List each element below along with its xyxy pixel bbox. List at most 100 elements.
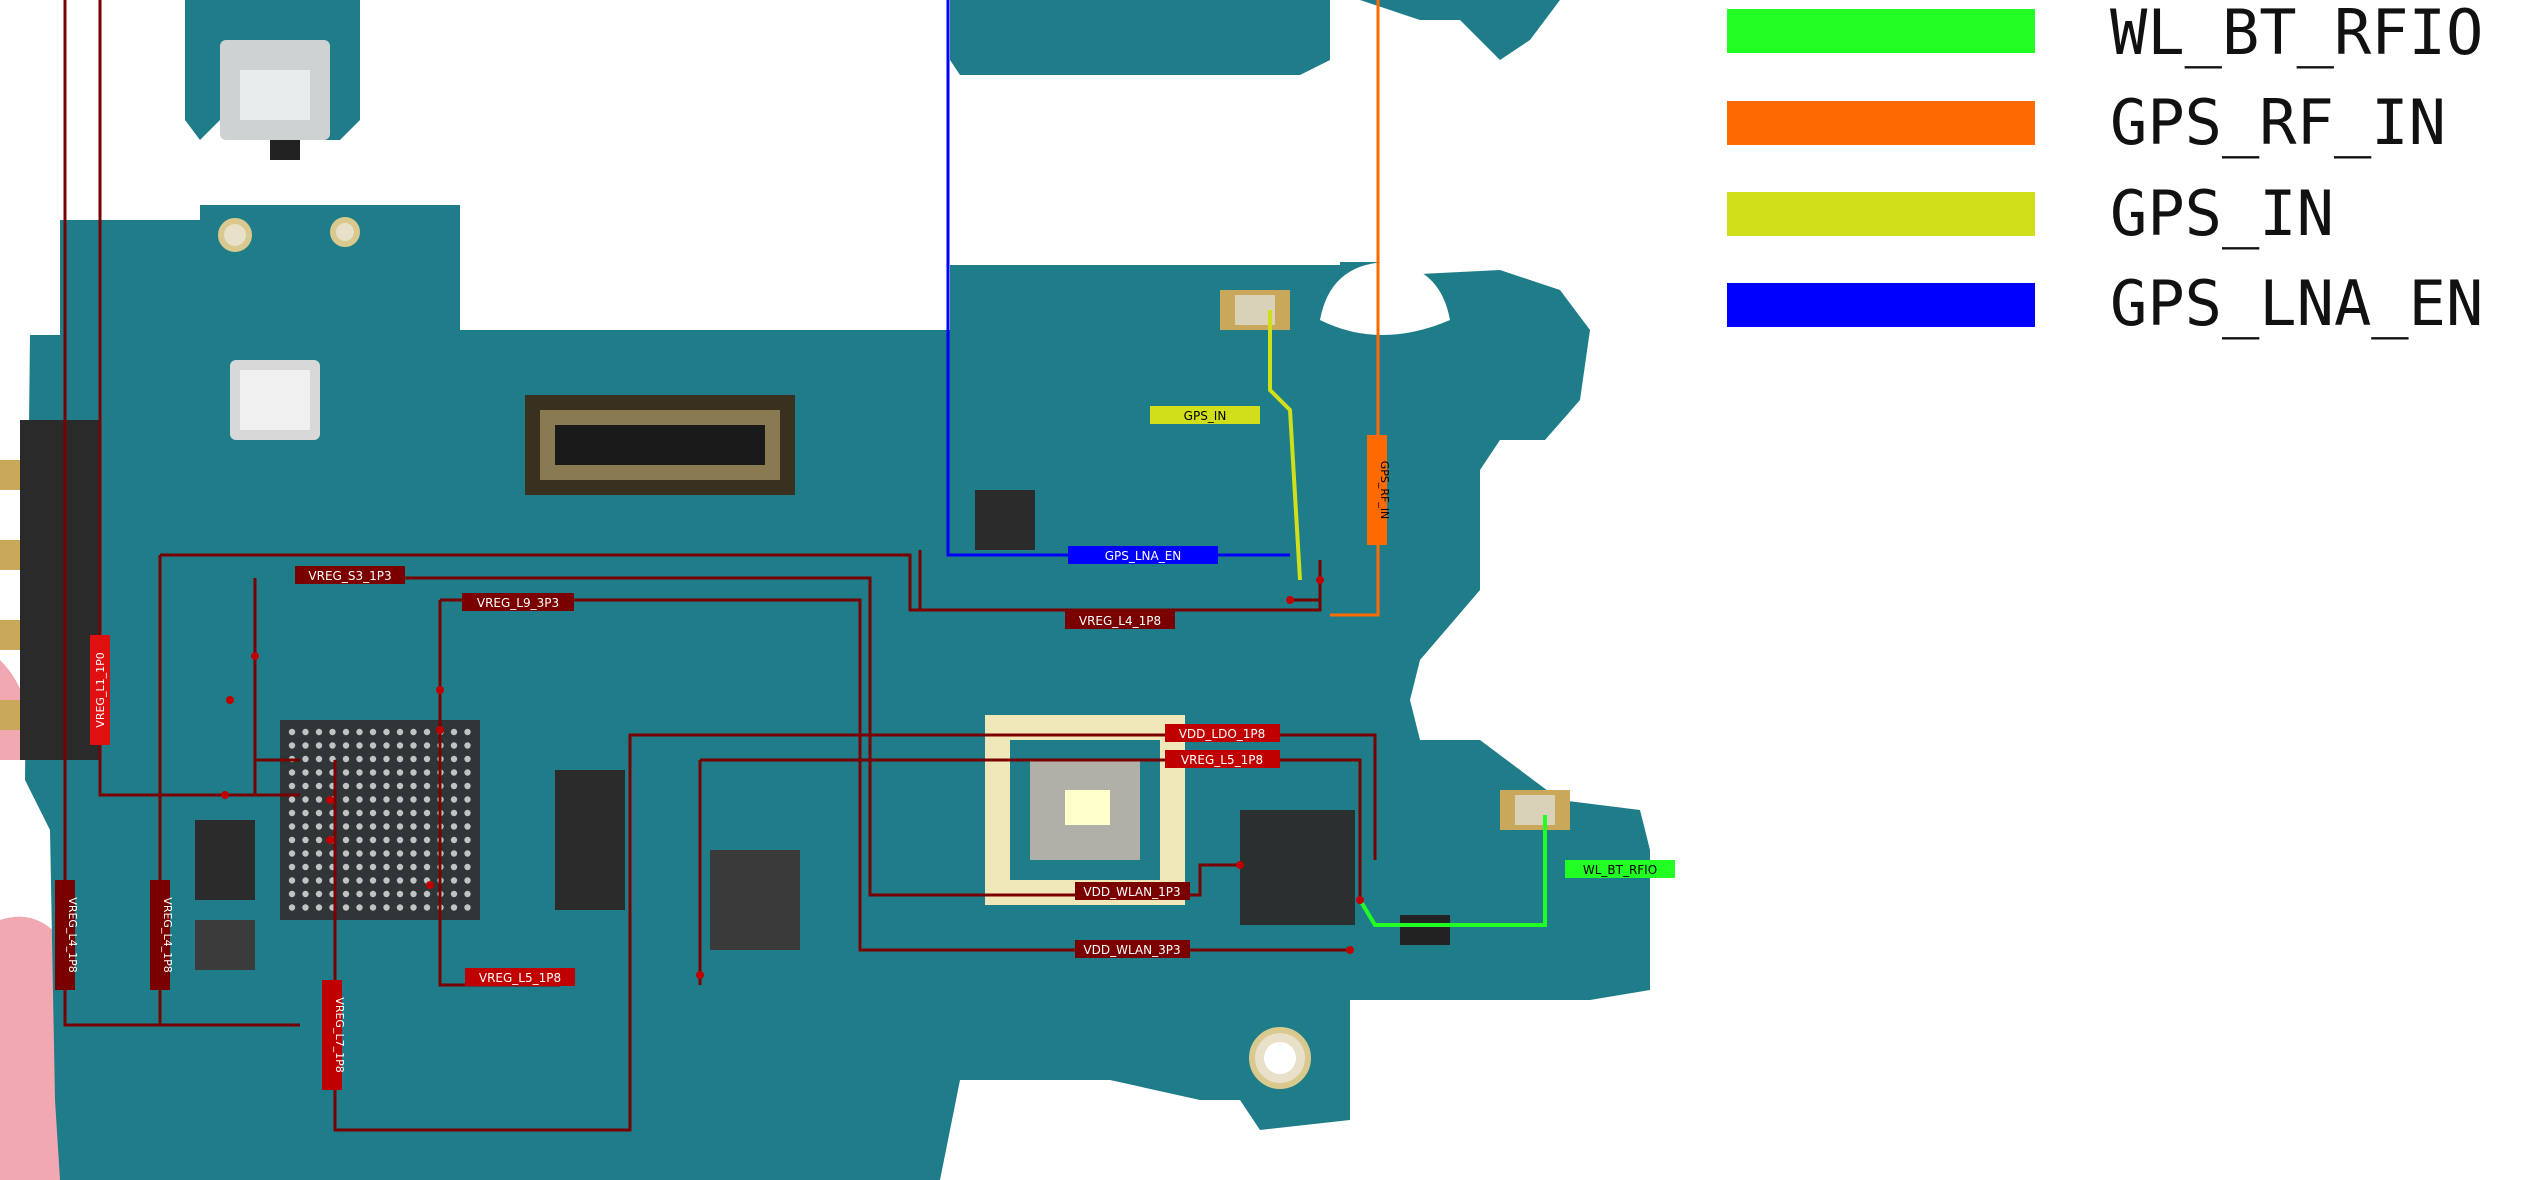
bga-ball xyxy=(288,782,296,790)
bga-ball xyxy=(396,823,404,830)
vreg-l4-1p8-a-label: VREG_L4_1P8 xyxy=(66,897,79,972)
bga-ball xyxy=(302,769,309,776)
bga-ball xyxy=(410,877,417,884)
bga-ball xyxy=(342,728,350,736)
bga-ball xyxy=(315,809,323,817)
bga-ball xyxy=(315,836,323,844)
legend-swatch-gps-rf-in xyxy=(1727,101,2035,145)
junction-dots xyxy=(221,576,1364,979)
bga-ball xyxy=(410,823,417,830)
bga-ball xyxy=(356,782,363,790)
bga-ball xyxy=(315,742,323,749)
bga-ball xyxy=(423,890,431,898)
bga-ball xyxy=(369,863,377,871)
bga-ball xyxy=(383,863,390,871)
bga-ball xyxy=(342,890,350,898)
bga-ball xyxy=(383,782,390,790)
board-connector xyxy=(525,395,795,495)
bga-ball xyxy=(450,742,458,749)
bga-ball xyxy=(410,890,417,898)
bga-ball xyxy=(423,755,431,763)
bga-ball xyxy=(288,877,296,884)
bga-ball xyxy=(383,904,390,911)
power-rail-traces xyxy=(63,0,1377,1132)
bga-ball xyxy=(423,850,431,857)
bga-ball xyxy=(383,728,390,736)
bga-ball xyxy=(302,728,309,736)
bga-ball xyxy=(302,755,309,763)
bga-ball xyxy=(396,782,404,790)
rail-label-vreg-l5-1p8-left: VREG_L5_1P8 xyxy=(465,968,575,986)
bga-ball xyxy=(356,890,363,898)
bga-ball xyxy=(450,877,458,884)
vdd-ldo-1p8-label: VDD_LDO_1P8 xyxy=(1179,727,1266,741)
bga-ball xyxy=(369,796,377,803)
bga-ball xyxy=(356,877,363,884)
bga-ball xyxy=(315,728,323,736)
bga-ball xyxy=(342,782,350,790)
bga-ball xyxy=(464,755,471,763)
bga-ball xyxy=(315,904,323,911)
bga-ball xyxy=(423,863,431,871)
bga-ball xyxy=(450,809,458,817)
bga-ball xyxy=(410,755,417,763)
bga-ball xyxy=(450,850,458,857)
gps-in-label: GPS_IN xyxy=(1184,409,1227,423)
bga-ball xyxy=(302,904,309,911)
rail-label-vreg-l1-1p0: VREG_L1_1P0 xyxy=(90,635,110,745)
bga-ball xyxy=(423,836,431,844)
bga-ball xyxy=(410,782,417,790)
bga-ball xyxy=(288,796,296,803)
bga-ball xyxy=(396,769,404,776)
bga-ball xyxy=(356,823,363,830)
bga-ball xyxy=(342,742,350,749)
bga-ball xyxy=(423,809,431,817)
bga-ball xyxy=(410,836,417,844)
bga-ball xyxy=(383,769,390,776)
bga-ball xyxy=(410,728,417,736)
pmic-chip xyxy=(280,720,480,920)
legend-label-gps-in: GPS_IN xyxy=(2110,177,2334,250)
bga-ball xyxy=(410,809,417,817)
bga-ball xyxy=(464,769,471,776)
bga-ball xyxy=(356,850,363,857)
bga-ball xyxy=(369,769,377,776)
bga-ball xyxy=(288,850,296,857)
bga-ball xyxy=(369,823,377,830)
bga-ball xyxy=(356,904,363,911)
bga-ball xyxy=(356,796,363,803)
bga-ball xyxy=(383,755,390,763)
vreg-l7-1p8-label: VREG_L7_1P8 xyxy=(333,997,346,1072)
gps-lna-en-label: GPS_LNA_EN xyxy=(1105,549,1182,563)
side-connector xyxy=(0,420,100,760)
bga-ball xyxy=(383,809,390,817)
bga-ball xyxy=(423,823,431,830)
bga-ball xyxy=(450,755,458,763)
rail-label-vreg-l4-1p8-a: VREG_L4_1P8 xyxy=(55,880,79,990)
vreg-s3-1p3-label: VREG_S3_1P3 xyxy=(308,569,391,583)
bga-ball xyxy=(369,877,377,884)
bga-ball xyxy=(288,863,296,871)
bga-ball xyxy=(342,769,350,776)
bga-ball xyxy=(383,850,390,857)
vreg-l1-1p0-label: VREG_L1_1P0 xyxy=(94,652,107,727)
pcb-board xyxy=(25,0,1650,1180)
bga-ball xyxy=(450,890,458,898)
bga-ball xyxy=(369,904,377,911)
bga-ball xyxy=(464,863,471,871)
bga-ball xyxy=(302,823,309,830)
bga-ball xyxy=(383,877,390,884)
legend-swatch-gps-in xyxy=(1727,192,2035,236)
net-label-wl-bt-rfio: WL_BT_RFIO xyxy=(1565,860,1675,878)
bga-ball xyxy=(315,782,323,790)
bga-ball xyxy=(464,742,471,749)
bga-ball xyxy=(396,809,404,817)
bga-ball xyxy=(396,890,404,898)
mounting-holes xyxy=(218,217,1311,1089)
bga-ball xyxy=(369,728,377,736)
wl-bt-rfio-label: WL_BT_RFIO xyxy=(1583,863,1657,877)
bga-ball xyxy=(423,904,431,911)
bga-ball xyxy=(288,728,296,736)
rf-connectors xyxy=(1220,290,1570,830)
